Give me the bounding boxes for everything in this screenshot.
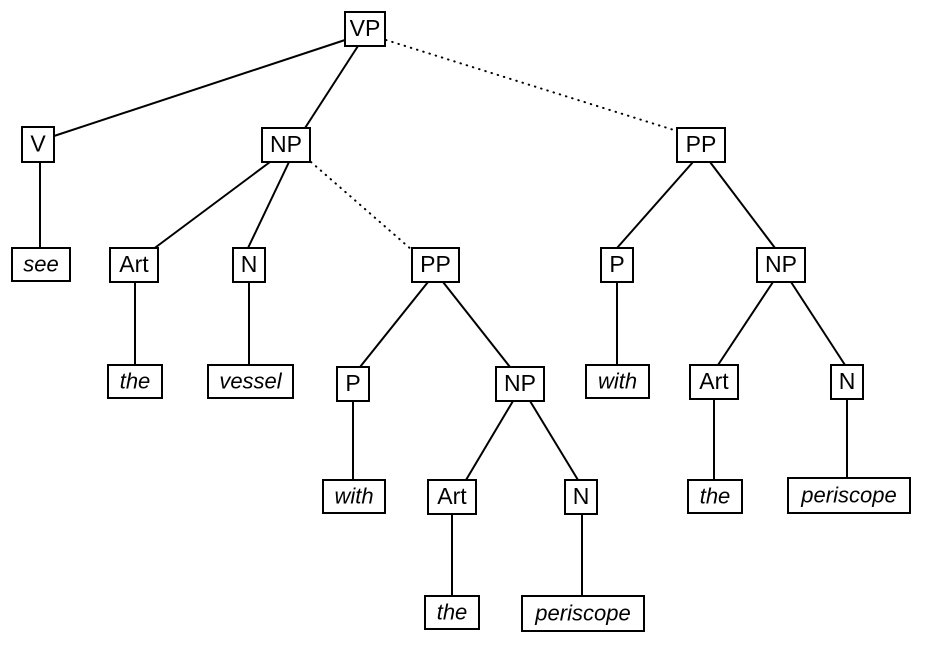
leaf-node-the_r[interactable]: the <box>687 479 743 514</box>
node-label-vp: VP <box>350 15 381 41</box>
node-box-vp <box>344 11 386 47</box>
node-box-art_m <box>427 479 477 515</box>
node-box-art1 <box>109 247 159 283</box>
tree-edge-np1-to-pp_mid <box>310 161 413 251</box>
node-label-pp_right: PP <box>686 131 717 157</box>
leaf-node-vessel[interactable]: vessel <box>207 364 294 399</box>
node-label-v: V <box>30 131 46 157</box>
node-box-p_right <box>600 247 634 283</box>
tree-node-art_r[interactable]: Art <box>689 364 739 400</box>
leaf-node-the1[interactable]: the <box>107 364 163 399</box>
node-label-art1: Art <box>119 251 149 277</box>
tree-node-n_r[interactable]: N <box>830 364 864 400</box>
tree-node-art_m[interactable]: Art <box>427 479 477 515</box>
leaf-node-with_r[interactable]: with <box>585 364 650 399</box>
node-label-n1: N <box>241 251 258 277</box>
node-box-pp_mid <box>411 247 460 283</box>
tree-edge-pp_mid-to-np_mid <box>442 281 511 368</box>
tree-node-pp_right[interactable]: PP <box>676 127 726 163</box>
node-box-see <box>11 247 71 282</box>
node-label-see: see <box>23 251 58 276</box>
node-box-periscope_m <box>521 595 645 632</box>
node-box-np_mid <box>495 366 545 402</box>
tree-edge-np_mid-to-art_m <box>465 400 514 481</box>
tree-node-n1[interactable]: N <box>232 247 266 283</box>
tree-node-np1[interactable]: NP <box>261 127 311 163</box>
edge-layer <box>39 39 848 596</box>
node-label-with_m: with <box>334 483 373 508</box>
tree-edge-vp-to-pp_right <box>385 39 678 132</box>
node-label-n_m: N <box>573 483 590 509</box>
tree-edge-np1-to-n1 <box>247 161 290 249</box>
tree-edge-np1-to-art1 <box>151 161 271 251</box>
tree-node-np_right[interactable]: NP <box>756 247 806 283</box>
leaf-node-periscope_m[interactable]: periscope <box>521 595 645 632</box>
tree-node-art1[interactable]: Art <box>109 247 159 283</box>
node-label-periscope_r: periscope <box>800 482 896 507</box>
node-box-np_right <box>756 247 806 283</box>
tree-edge-vp-to-v <box>53 39 346 137</box>
tree-edge-np_right-to-n_r <box>790 281 846 366</box>
node-box-with_m <box>322 479 386 514</box>
leaf-node-periscope_r[interactable]: periscope <box>787 477 911 514</box>
leaf-node-see[interactable]: see <box>11 247 71 282</box>
node-label-the_r: the <box>700 483 731 508</box>
node-label-np_right: NP <box>765 251 797 277</box>
tree-node-np_mid[interactable]: NP <box>495 366 545 402</box>
node-label-np1: NP <box>270 131 302 157</box>
node-label-np_mid: NP <box>504 370 536 396</box>
tree-node-p_right[interactable]: P <box>600 247 634 283</box>
node-label-with_r: with <box>598 368 637 393</box>
node-label-p_right: P <box>609 251 624 277</box>
tree-edge-np_right-to-art_r <box>717 281 774 366</box>
node-label-vessel: vessel <box>219 368 282 393</box>
node-label-periscope_m: periscope <box>534 600 630 625</box>
node-box-pp_right <box>676 127 726 163</box>
node-box-the1 <box>107 364 163 399</box>
node-box-n_m <box>564 479 598 515</box>
node-label-pp_mid: PP <box>420 251 451 277</box>
node-label-art_m: Art <box>437 483 467 509</box>
tree-edge-np_mid-to-n_m <box>529 400 579 481</box>
node-box-with_r <box>585 364 650 399</box>
tree-edge-vp-to-np1 <box>304 45 359 129</box>
tree-edge-pp_right-to-np_right <box>709 161 776 249</box>
tree-node-n_m[interactable]: N <box>564 479 598 515</box>
tree-node-vp[interactable]: VP <box>344 11 386 47</box>
tree-node-p_mid[interactable]: P <box>336 366 370 402</box>
tree-edge-pp_mid-to-p_mid <box>359 281 429 368</box>
node-box-p_mid <box>336 366 370 402</box>
leaf-node-with_m[interactable]: with <box>322 479 386 514</box>
node-box-the_r <box>687 479 743 514</box>
tree-node-v[interactable]: V <box>21 126 55 163</box>
node-box-np1 <box>261 127 311 163</box>
node-box-periscope_r <box>787 477 911 514</box>
node-box-v <box>21 126 55 163</box>
node-box-art_r <box>689 364 739 400</box>
node-label-p_mid: P <box>345 370 360 396</box>
node-label-the1: the <box>120 368 151 393</box>
node-label-art_r: Art <box>699 368 729 394</box>
leaf-node-the_m[interactable]: the <box>424 595 480 630</box>
node-label-n_r: N <box>839 368 856 394</box>
node-label-the_m: the <box>437 599 468 624</box>
node-box-vessel <box>207 364 294 399</box>
node-box-the_m <box>424 595 480 630</box>
node-box-n_r <box>830 364 864 400</box>
node-box-n1 <box>232 247 266 283</box>
tree-edge-pp_right-to-p_right <box>616 161 694 249</box>
tree-node-pp_mid[interactable]: PP <box>411 247 460 283</box>
